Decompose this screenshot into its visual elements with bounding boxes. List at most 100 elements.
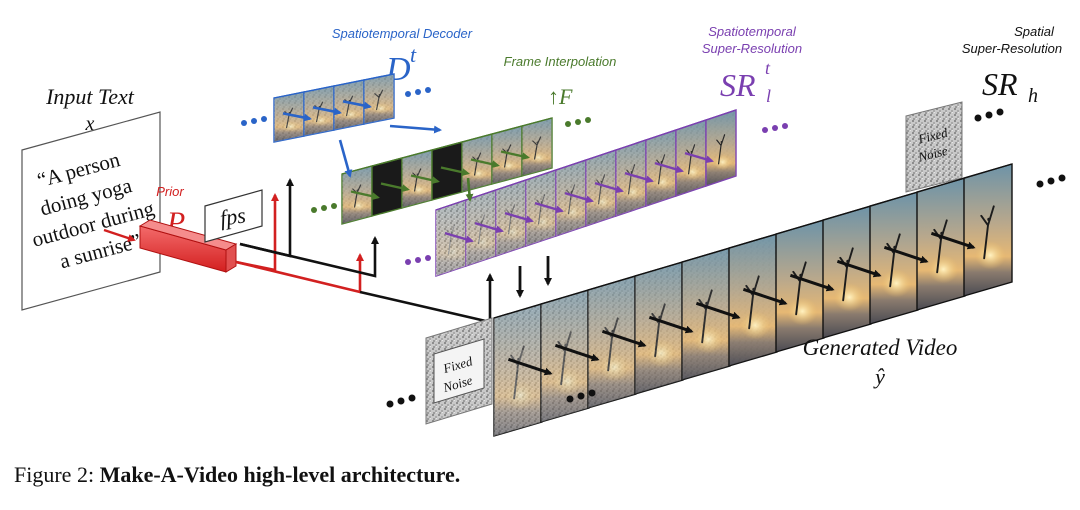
prior-box-side xyxy=(225,243,237,273)
srl-frame-flow-arrow xyxy=(474,221,504,234)
interp-stack: Frame Interpolation ↑F xyxy=(311,54,617,225)
srl-frame-flow-arrow xyxy=(564,191,594,204)
srh-frame-flow-arrow xyxy=(789,273,835,292)
srl-sup: t xyxy=(765,58,771,78)
srl-frames xyxy=(435,109,737,277)
srh-frame-flow-arrow xyxy=(507,357,553,376)
srh-frame-flow-arrow xyxy=(836,259,882,278)
interp-to-srl-arrow xyxy=(465,177,474,202)
srh-frame-11 xyxy=(963,163,1013,297)
fps-block: fps xyxy=(204,189,263,243)
interp-frame-5 xyxy=(461,133,493,193)
output-title: Generated Video xyxy=(803,335,958,360)
output-label: Generated Video ŷ xyxy=(803,335,958,389)
srh-frame-flow-arrow xyxy=(742,287,788,306)
srh-stack: Spatial Super-Resolution SR h Fixed Nois… xyxy=(386,24,1066,437)
prior-label: Prior xyxy=(156,184,184,199)
interp-frame-flow-arrow xyxy=(380,182,410,193)
fps-label: fps xyxy=(218,202,247,230)
srl-frame-flow-arrow xyxy=(684,151,714,164)
srh-frames xyxy=(493,163,1013,437)
srl-frame-flow-arrow xyxy=(654,161,684,174)
decoder-stack: Spatiotemporal Decoder D t xyxy=(241,26,473,143)
caption-prefix: Figure 2: xyxy=(14,462,95,487)
srh-frame-flow-arrow xyxy=(695,301,741,320)
srh-frame-flow-arrow xyxy=(930,231,976,250)
input-text-title: Input Text xyxy=(45,84,135,109)
srh-frame-10 xyxy=(916,177,966,311)
decoder-to-interp-arrow-2 xyxy=(389,124,442,134)
srh-dots-left xyxy=(386,394,416,408)
decoder-dots-right xyxy=(405,87,431,97)
srh-frame-flow-arrow xyxy=(648,315,694,334)
decoder-frames xyxy=(273,73,395,143)
srl-frame-8 xyxy=(645,129,677,207)
interp-label: Frame Interpolation xyxy=(504,54,617,69)
fixed-noise-top: Fixed Noise xyxy=(905,101,963,193)
interp-frame-7 xyxy=(521,117,553,177)
srh-frame-5 xyxy=(681,247,731,381)
interp-symbol: ↑F xyxy=(548,84,573,109)
fps-box xyxy=(204,189,263,243)
srh-label-line2: Super-Resolution xyxy=(962,41,1062,56)
srl-frame-1 xyxy=(435,199,467,277)
srl-frame-3 xyxy=(495,179,527,257)
interp-frame-flow-arrow xyxy=(500,150,530,161)
srl-sub: l xyxy=(766,86,771,106)
decoder-dots-left xyxy=(241,116,267,126)
srl-frame-flow-arrow xyxy=(624,171,654,184)
fixed-noise-top-line2: Noise xyxy=(916,143,950,165)
srl-symbol: SR xyxy=(720,67,756,103)
srl-frame-10 xyxy=(705,109,737,187)
srh-symbol: SR xyxy=(982,66,1018,102)
decoder-frame-2 xyxy=(303,85,335,137)
output-var: ŷ xyxy=(873,364,885,389)
fps-to-interp-line xyxy=(239,236,379,278)
interp-dots-right xyxy=(565,117,591,127)
srh-frame-flow-arrow xyxy=(554,343,600,362)
srh-frame-7 xyxy=(775,219,825,353)
srh-frame-flow-arrow xyxy=(883,245,929,264)
fixed-noise-bottom: Fixed Noise xyxy=(425,317,493,425)
srh-frame-2 xyxy=(540,289,590,423)
fixed-noise-top-line1: Fixed xyxy=(916,125,950,147)
srl-dots-right xyxy=(762,123,788,133)
srl-frame-4 xyxy=(525,169,557,247)
srh-frame-1 xyxy=(493,303,543,437)
interp-dots-left xyxy=(311,203,337,213)
stage-arrows xyxy=(338,124,552,298)
decoder-frame-flow-arrow xyxy=(282,112,312,122)
srh-frame-6 xyxy=(728,233,778,367)
srl-label-line2: Super-Resolution xyxy=(702,41,802,56)
srl-stack: Spatiotemporal Super-Resolution SR t l xyxy=(405,24,802,277)
srh-label-line1: Spatial xyxy=(1014,24,1055,39)
decoder-label: Spatiotemporal Decoder xyxy=(332,26,473,41)
text-to-prior-arrow xyxy=(103,228,136,242)
srh-frame-flow-arrow xyxy=(601,329,647,348)
srl-frame-6 xyxy=(585,149,617,227)
decoder-to-interp-arrow-1 xyxy=(338,139,353,178)
decoder-sup: t xyxy=(410,42,417,67)
srl-frame-2 xyxy=(465,189,497,267)
srh-frame-3 xyxy=(587,275,637,409)
srl-label-line1: Spatiotemporal xyxy=(708,24,797,39)
srh-dots-right xyxy=(1036,174,1066,188)
srh-dots-top xyxy=(974,108,1004,122)
caption-bold: Make-A-Video high-level architecture. xyxy=(99,462,461,487)
interp-frame-flow-arrow xyxy=(410,174,440,185)
srl-frame-9 xyxy=(675,119,707,197)
srh-dots-bottom xyxy=(566,389,596,403)
prior-block: Prior P xyxy=(103,184,238,273)
srl-frame-flow-arrow xyxy=(534,201,564,214)
interp-frame-flow-arrow xyxy=(440,166,470,177)
decoder-frame-flow-arrow xyxy=(312,106,342,116)
input-text-var: x xyxy=(85,113,95,135)
srl-frame-flow-arrow xyxy=(444,231,474,244)
srl-frame-flow-arrow xyxy=(594,181,624,194)
fps-to-srl-line xyxy=(359,273,494,324)
interp-frame-flow-arrow xyxy=(350,190,380,201)
srl-frame-5 xyxy=(555,159,587,237)
decoder-frame-flow-arrow xyxy=(342,100,372,110)
input-text-card xyxy=(21,111,161,311)
